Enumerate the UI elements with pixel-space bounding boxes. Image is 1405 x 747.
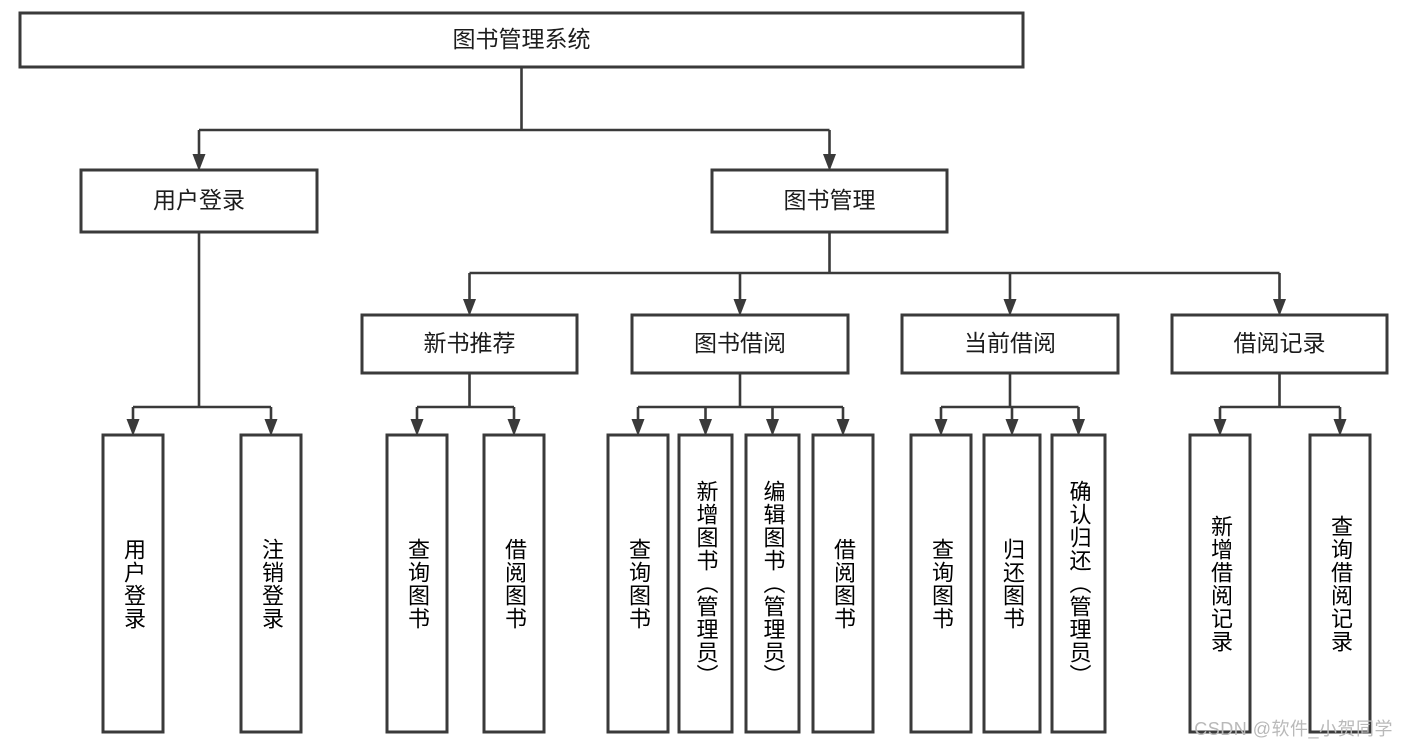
- node-leaf-borrow-book-rec[interactable]: [482, 433, 546, 734]
- node-label-leaf-query-book-rec: 查询图书: [404, 537, 430, 630]
- node-box-leaf-logout: [239, 433, 303, 734]
- node-leaf-edit-book[interactable]: [744, 433, 801, 734]
- node-label-leaf-add-book: 新增图书（管理员）: [693, 480, 719, 687]
- arrow-head-icon: [192, 154, 206, 171]
- arrow-head-icon: [1213, 419, 1227, 436]
- node-label-book-manage: 图书管理: [784, 187, 876, 213]
- node-label-current-borrow: 当前借阅: [964, 330, 1056, 356]
- node-label-user-login: 用户登录: [153, 187, 245, 213]
- arrow-head-icon: [264, 419, 278, 436]
- arrow-head-icon: [766, 419, 779, 436]
- node-root[interactable]: 图书管理系统: [18, 11, 1025, 69]
- connector-layer: [126, 67, 1347, 436]
- node-label-borrow-record: 借阅记录: [1234, 330, 1326, 356]
- node-label-book-borrow: 图书借阅: [694, 330, 786, 356]
- node-box-leaf-user-login: [101, 433, 165, 734]
- node-leaf-query-book-cur[interactable]: [909, 433, 973, 734]
- node-box-leaf-return-book: [982, 433, 1042, 734]
- arrow-head-icon: [410, 419, 424, 436]
- node-label-leaf-user-login: 用户登录: [120, 537, 146, 630]
- arrow-head-icon: [1273, 299, 1286, 316]
- arrow-head-icon: [1003, 299, 1017, 316]
- node-leaf-add-record[interactable]: [1188, 433, 1252, 734]
- node-box-leaf-query-book-rec: [385, 433, 449, 734]
- node-label-leaf-query-book-borrow: 查询图书: [625, 537, 651, 630]
- arrow-head-icon: [733, 299, 747, 316]
- node-leaf-borrow-book[interactable]: [811, 433, 875, 734]
- node-box-book-manage: [710, 168, 949, 234]
- node-box-leaf-query-book-cur: [909, 433, 973, 734]
- node-label-leaf-logout: 注销登录: [258, 537, 284, 630]
- node-leaf-query-book-rec[interactable]: [385, 433, 449, 734]
- node-box-leaf-add-record: [1188, 433, 1252, 734]
- node-box-user-login: [79, 168, 319, 234]
- node-box-borrow-record: [1170, 313, 1389, 375]
- node-box-leaf-borrow-book: [811, 433, 875, 734]
- node-box-book-borrow: [630, 313, 850, 375]
- node-leaf-query-record[interactable]: [1308, 433, 1372, 734]
- arrow-head-icon: [1333, 419, 1347, 436]
- node-label-leaf-query-book-cur: 查询图书: [928, 537, 954, 630]
- node-label-leaf-return-book: 归还图书: [999, 537, 1025, 630]
- arrow-head-icon: [1005, 419, 1019, 436]
- arrow-head-icon: [823, 154, 836, 171]
- node-box-current-borrow: [900, 313, 1120, 375]
- node-box-leaf-query-book-borrow: [606, 433, 670, 734]
- node-label-leaf-confirm-return: 确认归还（管理员）: [1066, 480, 1092, 687]
- node-book-manage[interactable]: 图书管理: [710, 168, 949, 234]
- node-box-leaf-borrow-book-rec: [482, 433, 546, 734]
- node-new-book-rec[interactable]: 新书推荐: [360, 313, 579, 375]
- node-label-new-book-rec: 新书推荐: [424, 330, 516, 356]
- arrow-head-icon: [631, 419, 645, 436]
- node-label-leaf-query-record: 查询借阅记录: [1327, 514, 1353, 653]
- node-leaf-user-login[interactable]: [101, 433, 165, 734]
- node-label-leaf-add-record: 新增借阅记录: [1207, 514, 1233, 653]
- node-current-borrow[interactable]: 当前借阅: [900, 313, 1120, 375]
- node-label-leaf-borrow-book-rec: 借阅图书: [501, 537, 527, 630]
- node-leaf-confirm-return[interactable]: [1050, 433, 1107, 734]
- node-label-leaf-edit-book: 编辑图书（管理员）: [760, 480, 786, 687]
- arrow-head-icon: [126, 419, 140, 436]
- node-box-leaf-add-book: [677, 433, 734, 734]
- node-leaf-return-book[interactable]: [982, 433, 1042, 734]
- node-box-new-book-rec: [360, 313, 579, 375]
- node-box-root: [18, 11, 1025, 69]
- node-leaf-add-book[interactable]: [677, 433, 734, 734]
- node-user-login[interactable]: 用户登录: [79, 168, 319, 234]
- arrow-head-icon: [934, 419, 948, 436]
- node-label-root: 图书管理系统: [453, 26, 591, 52]
- arrow-head-icon: [699, 419, 712, 436]
- node-borrow-record[interactable]: 借阅记录: [1170, 313, 1389, 375]
- node-box-leaf-confirm-return: [1050, 433, 1107, 734]
- arrow-head-icon: [836, 419, 850, 436]
- node-box-leaf-edit-book: [744, 433, 801, 734]
- node-leaf-query-book-borrow[interactable]: [606, 433, 670, 734]
- node-book-borrow[interactable]: 图书借阅: [630, 313, 850, 375]
- node-box-leaf-query-record: [1308, 433, 1372, 734]
- node-label-leaf-borrow-book: 借阅图书: [830, 537, 856, 630]
- arrow-head-icon: [507, 419, 521, 436]
- arrow-head-icon: [1072, 419, 1085, 436]
- node-leaf-logout[interactable]: [239, 433, 303, 734]
- arrow-head-icon: [463, 299, 476, 316]
